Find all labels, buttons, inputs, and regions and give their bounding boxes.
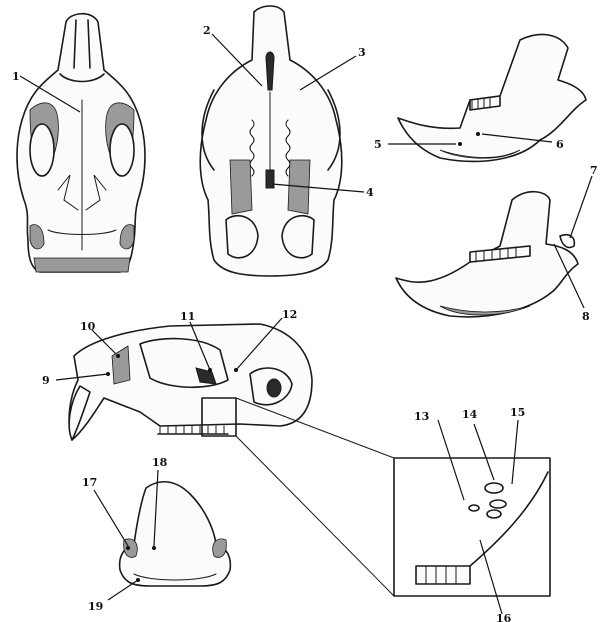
zoom-inset: 13 14 15 16 [394, 406, 550, 622]
label-8: 8 [582, 310, 590, 323]
label-18: 18 [152, 456, 168, 469]
skull-occipital-view: 17 18 19 [82, 456, 230, 613]
label-4: 4 [366, 186, 374, 199]
skull-dorsal-view: 1 [12, 14, 145, 272]
skull-ventral-view: 2 3 4 [200, 6, 374, 276]
label-19: 19 [88, 600, 103, 613]
label-13: 13 [414, 410, 429, 423]
label-1: 1 [12, 70, 20, 83]
label-12: 12 [282, 308, 297, 321]
label-16: 16 [496, 612, 512, 622]
mandible-medial-view: 5 6 [374, 34, 586, 161]
label-5: 5 [374, 138, 382, 151]
label-7: 7 [590, 164, 598, 177]
label-15: 15 [510, 406, 525, 419]
label-11: 11 [180, 310, 195, 323]
label-9: 9 [42, 374, 50, 387]
label-10: 10 [80, 320, 96, 333]
mandible-lateral-view: 7 8 [396, 164, 598, 323]
label-17: 17 [82, 476, 97, 489]
label-6: 6 [556, 138, 564, 151]
label-3: 3 [358, 46, 366, 59]
label-2: 2 [203, 24, 211, 37]
label-14: 14 [462, 408, 478, 421]
